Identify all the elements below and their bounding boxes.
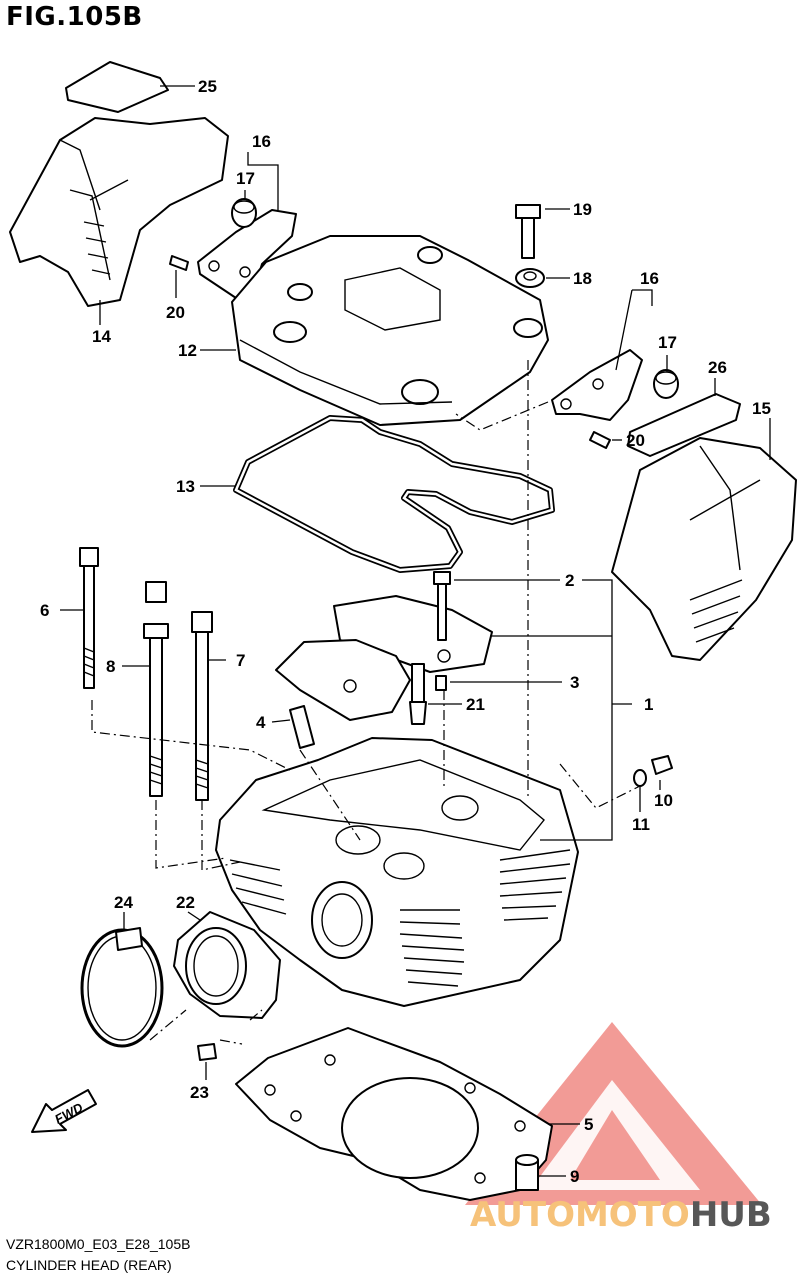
- fwd-arrow-icon: FWD: [31, 1089, 97, 1133]
- callout-23: 23: [190, 1083, 209, 1102]
- callout-26: 26: [708, 358, 727, 377]
- callout-25: 25: [198, 77, 217, 96]
- callout-20-left: 20: [166, 303, 185, 322]
- screw-23: [197, 1043, 217, 1061]
- callout-2: 2: [565, 571, 574, 590]
- pad-25: [65, 61, 169, 113]
- callout-18: 18: [573, 269, 592, 288]
- callout-4: 4: [256, 713, 266, 732]
- callout-5: 5: [584, 1115, 593, 1134]
- alignment-lines: [91, 360, 641, 1045]
- callout-7: 7: [236, 651, 245, 670]
- callout-17-left: 17: [236, 169, 255, 188]
- spark-plug-21: [409, 663, 427, 725]
- bolt-20-left: [169, 255, 189, 271]
- watermark-text-part2: HUB: [689, 1195, 772, 1235]
- callout-22: 22: [176, 893, 195, 912]
- leader-lines: [60, 85, 771, 1177]
- watermark-text-part1: AUTOMOTO: [470, 1195, 690, 1235]
- callout-24: 24: [114, 893, 133, 912]
- cylinder-gasket-5: [235, 1027, 553, 1201]
- dowel-9: [515, 1154, 539, 1191]
- grommet-17-left: [231, 198, 257, 228]
- head-cover-12: [231, 235, 549, 426]
- bracket-16-right: [551, 349, 643, 421]
- bolt-8: [143, 581, 169, 797]
- pin-4: [289, 705, 315, 749]
- callout-16-right: 16: [640, 269, 659, 288]
- bolt-10: [651, 755, 673, 775]
- figure-title: FIG.105B: [6, 2, 143, 32]
- callout-9: 9: [570, 1167, 579, 1186]
- callout-16-left: 16: [252, 132, 271, 151]
- figure-caption: CYLINDER HEAD (REAR): [6, 1257, 172, 1273]
- grommet-17-right: [653, 369, 679, 399]
- washer-11: [633, 769, 647, 787]
- washer-18: [515, 268, 545, 288]
- dowel-3: [435, 675, 447, 691]
- model-code: VZR1800M0_E03_E28_105B: [6, 1236, 191, 1252]
- callout-8: 8: [106, 657, 115, 676]
- pad-26: [627, 393, 741, 457]
- callout-12: 12: [178, 341, 197, 360]
- callout-11: 11: [632, 815, 650, 834]
- callout-19: 19: [573, 200, 592, 219]
- callout-labels: 25 16 17 19 18 16 17 26 15 14 20 12 20 1…: [40, 77, 771, 1186]
- gasket-13: [233, 415, 555, 573]
- cover-15: [611, 437, 797, 661]
- callout-13: 13: [176, 477, 195, 496]
- callout-17-right: 17: [658, 333, 677, 352]
- callout-14: 14: [92, 327, 111, 346]
- callout-6: 6: [40, 601, 49, 620]
- callout-15: 15: [752, 399, 771, 418]
- intake-pipe-22: [173, 911, 281, 1019]
- watermark-text: AUTOMOTOHUB: [470, 1195, 772, 1235]
- cylinder-head-1: [215, 737, 579, 1007]
- callout-21: 21: [466, 695, 485, 714]
- callout-10: 10: [654, 791, 673, 810]
- bolt-19: [515, 204, 541, 259]
- bolt-2: [433, 571, 451, 641]
- callout-1: 1: [644, 695, 653, 714]
- rocker-holder-2: [275, 595, 493, 721]
- cover-14: [9, 117, 229, 307]
- bolt-20-right: [589, 431, 611, 449]
- bolt-6: [79, 547, 99, 689]
- bolt-7: [191, 611, 213, 801]
- callout-20-right: 20: [626, 431, 645, 450]
- clamp-24: [80, 927, 164, 1048]
- callout-3: 3: [570, 673, 579, 692]
